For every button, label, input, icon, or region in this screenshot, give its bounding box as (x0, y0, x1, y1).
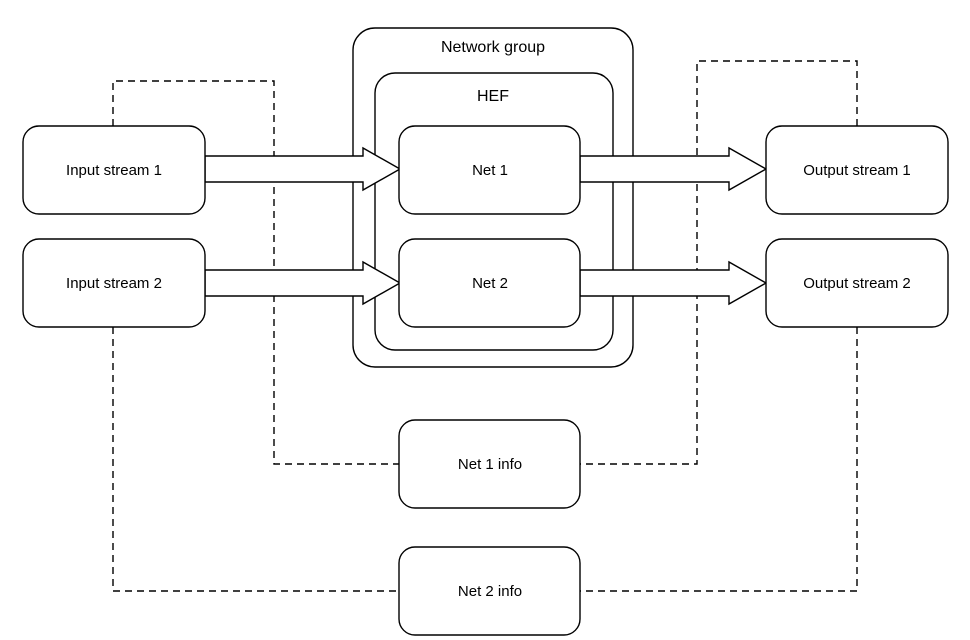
input-stream-1-box (22, 125, 206, 215)
node-output-stream-2[interactable]: Output stream 2 (765, 238, 949, 328)
arrow-net-1-to-output-stream-1 (579, 146, 768, 192)
node-net-2-info[interactable]: Net 2 info (398, 546, 581, 636)
net-1-info-label: Net 1 info (458, 456, 522, 473)
link-input-stream-1-to-net-1-info (112, 80, 399, 465)
network-group-outline (352, 27, 634, 368)
output-stream-1-label: Output stream 1 (803, 162, 911, 179)
net-2-box (398, 238, 581, 328)
net-2-label: Net 2 (472, 275, 508, 292)
output-stream-1-box (765, 125, 949, 215)
net-1-label: Net 1 (472, 162, 508, 179)
link-output-stream-2-to-net-2-info (580, 327, 858, 592)
hef-container[interactable]: HEF (374, 72, 614, 351)
arrow-net-2-to-output-stream-2 (579, 260, 768, 306)
input-stream-2-box (22, 238, 206, 328)
node-input-stream-2[interactable]: Input stream 2 (22, 238, 206, 328)
arrow-group (204, 146, 768, 306)
node-input-stream-1[interactable]: Input stream 1 (22, 125, 206, 215)
net-1-box (398, 125, 581, 215)
hef-label: HEF (477, 88, 509, 105)
dashed-link-group (112, 60, 858, 592)
node-output-stream-1[interactable]: Output stream 1 (765, 125, 949, 215)
arrow-input-stream-1-to-net-1 (204, 146, 402, 192)
output-stream-2-label: Output stream 2 (803, 275, 911, 292)
node-net-2[interactable]: Net 2 (398, 238, 581, 328)
link-output-stream-1-to-net-1-info (580, 60, 858, 465)
output-stream-2-box (765, 238, 949, 328)
arrow-input-stream-2-to-net-2 (204, 260, 402, 306)
net-2-info-box (398, 546, 581, 636)
net-1-info-box (398, 419, 581, 509)
input-stream-1-label: Input stream 1 (66, 162, 162, 179)
network-group-container[interactable]: Network group (352, 27, 634, 368)
node-net-1[interactable]: Net 1 (398, 125, 581, 215)
node-net-1-info[interactable]: Net 1 info (398, 419, 581, 509)
net-2-info-label: Net 2 info (458, 583, 522, 600)
input-stream-2-label: Input stream 2 (66, 275, 162, 292)
network-group-label: Network group (441, 39, 545, 56)
hef-outline (374, 72, 614, 351)
link-input-stream-2-to-net-2-info (112, 327, 399, 592)
